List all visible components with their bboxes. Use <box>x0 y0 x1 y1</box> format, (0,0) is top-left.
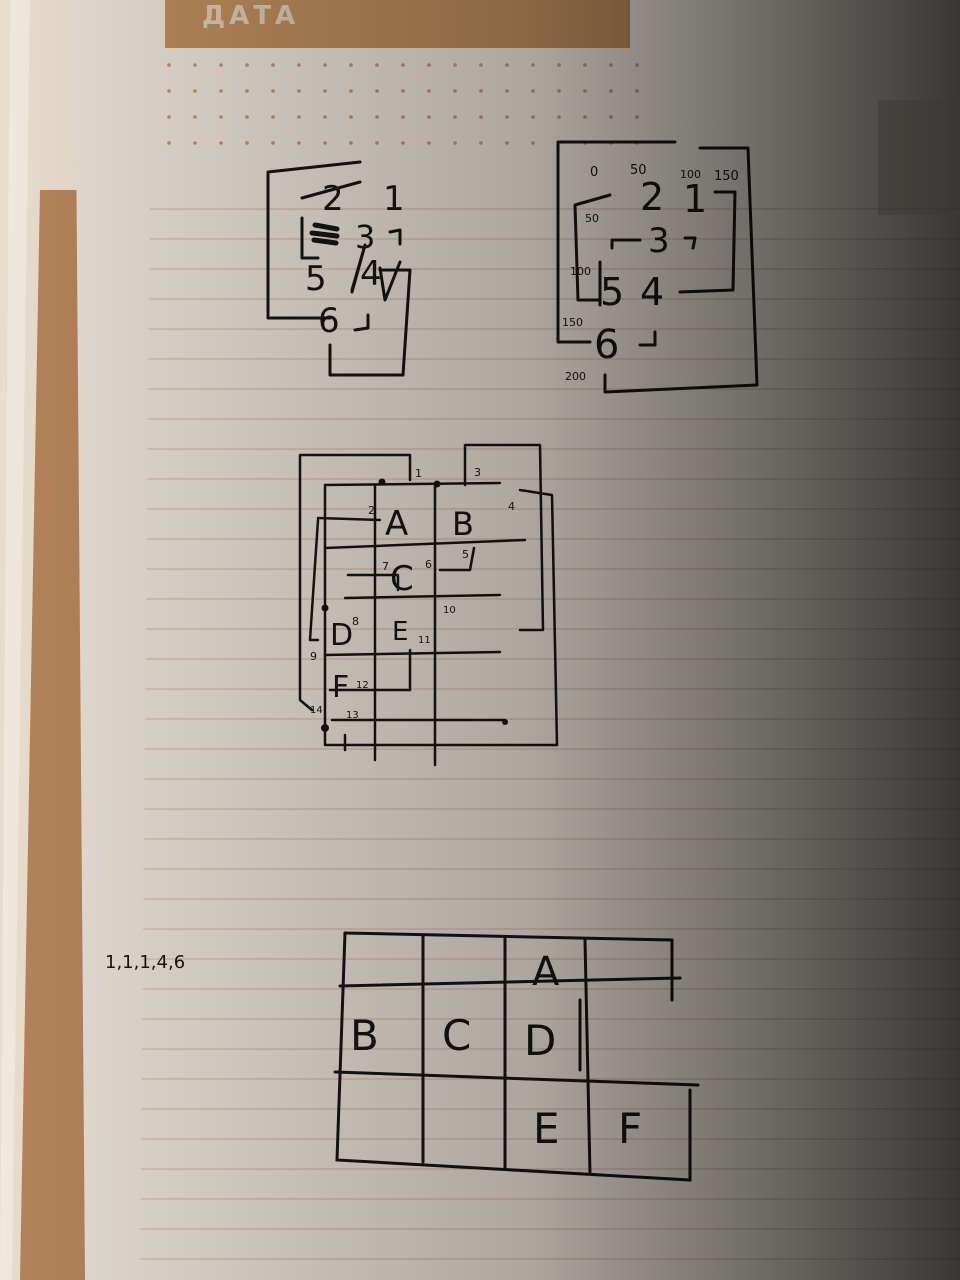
grid-cell-D: D <box>524 1016 556 1065</box>
sketch2-side-200: 200 <box>565 370 586 383</box>
sketch3-point-10: 10 <box>443 605 456 616</box>
grid-cell-C: C <box>442 1011 471 1060</box>
sketch3-letter-C: C <box>390 559 414 599</box>
sketch3-letter-B: B <box>452 505 474 543</box>
sketch2-side-150: 150 <box>562 316 583 329</box>
sketch3-point-11: 11 <box>418 635 431 646</box>
sketch2-ruler-150: 150 <box>714 169 739 184</box>
sketch3-letter-D: D <box>330 618 353 653</box>
sketch1-num-2: 2 <box>322 179 344 219</box>
sketch2-num-5: 5 <box>600 270 624 314</box>
sketch2-num-1: 1 <box>683 177 707 221</box>
sketch3-letter-A: A <box>385 504 408 544</box>
sketch3-letter-E: E <box>392 617 408 647</box>
sketch1-num-3: 3 <box>355 218 375 256</box>
sketch3-point-13: 13 <box>346 710 359 721</box>
sketch2-num-3: 3 <box>648 221 670 261</box>
sketch2-num-6: 6 <box>594 322 619 368</box>
sketch3-point-8: 8 <box>352 615 359 628</box>
sketch2-num-2: 2 <box>640 175 664 219</box>
sketch3-point-3: 3 <box>474 466 481 479</box>
sketch1-num-6: 6 <box>318 301 340 341</box>
grid-cell-E: E <box>533 1104 560 1153</box>
sketch1-num-5: 5 <box>305 259 327 299</box>
grid-cell-A: A <box>532 949 560 995</box>
grid-cell-B: B <box>350 1011 379 1060</box>
sketch3-point-6: 6 <box>425 558 432 571</box>
sketch1-num-1: 1 <box>383 179 405 219</box>
sketch2-ruler-0: 0 <box>590 165 598 180</box>
grid-cell-F: F <box>618 1104 642 1153</box>
date-label: ДАТА <box>202 1 299 31</box>
sketch3-point-1: 1 <box>415 467 422 480</box>
sketch3-letter-F: F <box>332 670 349 705</box>
sketch3-point-12: 12 <box>356 680 369 691</box>
sketch3-point-4: 4 <box>508 500 515 513</box>
sketch3-point-14: 14 <box>310 705 323 716</box>
sketch3-point-2: 2 <box>368 504 375 517</box>
sketch1-num-4: 4 <box>360 254 382 294</box>
sketch3-point-7: 7 <box>382 560 389 573</box>
sketch2-side-50: 50 <box>585 212 599 225</box>
sketch2-num-4: 4 <box>640 270 664 314</box>
sketch3-point-5: 5 <box>462 548 469 561</box>
sketch3-point-9: 9 <box>310 650 317 663</box>
sketch4-note: 1,1,1,4,6 <box>105 952 185 973</box>
sketch2-side-100: 100 <box>570 265 591 278</box>
